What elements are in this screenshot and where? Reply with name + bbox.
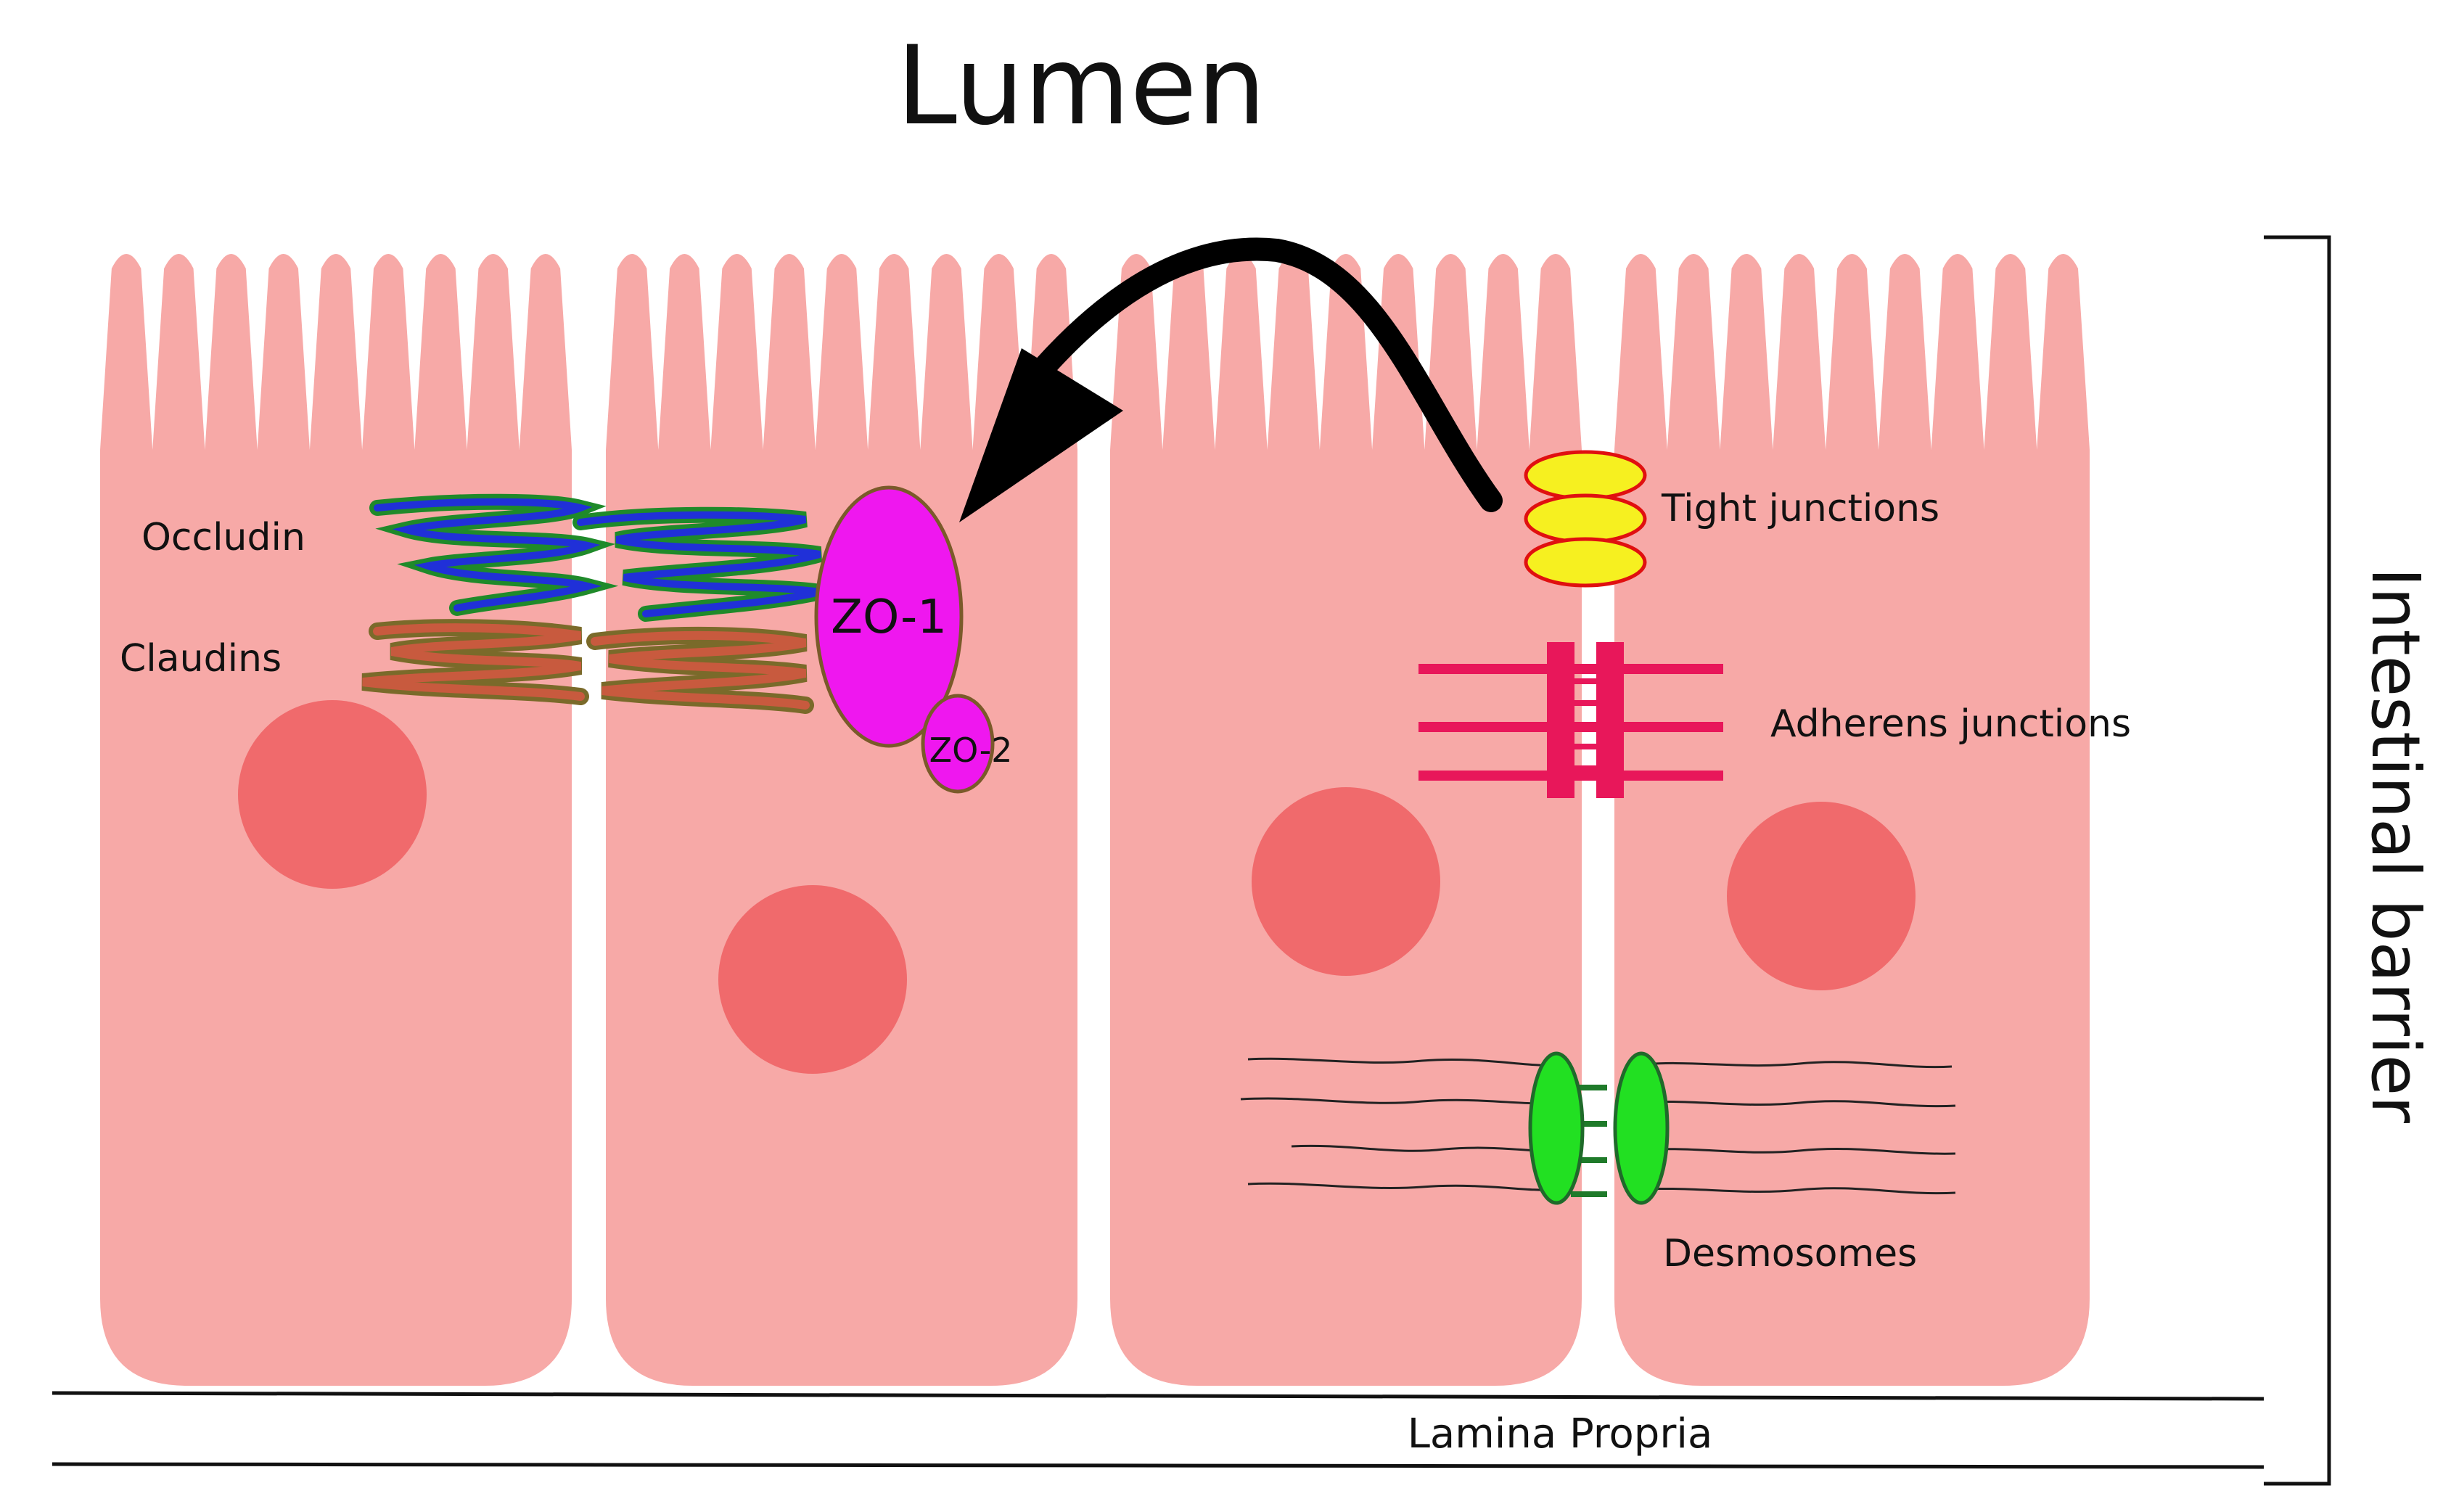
lamina-propria-label: Lamina Propria (1408, 1410, 1713, 1458)
nuclei (238, 700, 1916, 1074)
claudins-label: Claudins (120, 637, 282, 681)
lamina-bottom-line (52, 1462, 2265, 1469)
zo1-shape (814, 485, 964, 748)
nucleus-1 (238, 700, 427, 889)
lumen-title: Lumen (896, 23, 1265, 149)
zo2-shape (921, 694, 995, 794)
zo2-label: ZO-2 (929, 731, 1013, 770)
occludin-label: Occludin (141, 516, 305, 559)
zo1-label: ZO-1 (831, 591, 947, 644)
tight-junctions-label: Tight junctions (1661, 487, 1939, 530)
lamina-top-line (52, 1391, 2265, 1401)
nucleus-4 (1727, 802, 1916, 990)
adherens-junctions-icon (1418, 642, 1723, 798)
desmosomes-label: Desmosomes (1663, 1232, 1917, 1275)
nucleus-3 (1252, 787, 1440, 976)
claudin-strands (361, 619, 814, 714)
curved-arrow (959, 237, 1503, 522)
tight-junctions-icon (1524, 450, 1647, 588)
desmosomes-icon (1240, 1051, 1956, 1205)
zo-proteins: ZO-1 ZO-2 (814, 485, 1013, 794)
barrier-bracket (2264, 235, 2331, 1486)
intestinal-barrier-label: Intestinal barrier (2357, 567, 2434, 1123)
nucleus-2 (718, 885, 907, 1074)
adherens-junctions-label: Adherens junctions (1770, 702, 2131, 746)
